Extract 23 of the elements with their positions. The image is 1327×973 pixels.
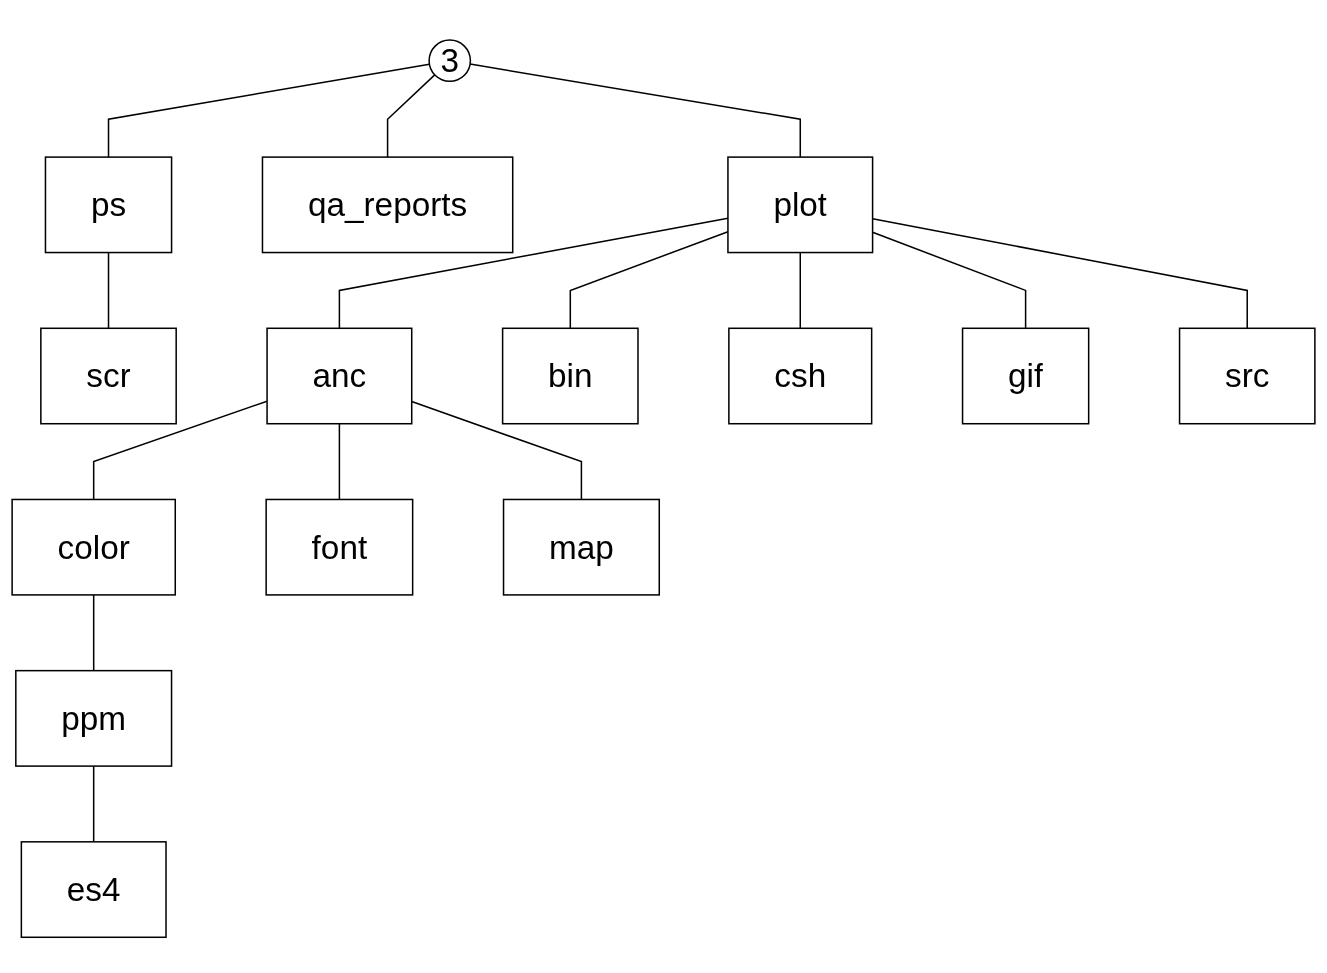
connector (107, 251, 110, 330)
node-box: src (1178, 327, 1316, 425)
node-box: plot (727, 156, 874, 254)
node-box: ps (44, 156, 173, 254)
node-box: font (265, 498, 414, 596)
node-box: csh (728, 327, 873, 425)
connector (92, 765, 95, 843)
node-box: anc (266, 327, 413, 425)
node-box: qa_reports (261, 156, 514, 254)
node-box: gif (961, 327, 1090, 425)
connector (799, 251, 802, 330)
node-circle: 3 (428, 39, 472, 83)
node-box: scr (40, 327, 177, 425)
node-box: color (11, 498, 176, 596)
connector (386, 74, 436, 158)
connector (469, 63, 802, 158)
node-box: map (502, 498, 660, 596)
node-box: ppm (15, 669, 173, 767)
connector (338, 422, 341, 501)
connector (92, 594, 95, 672)
connector (92, 400, 268, 501)
node-box: bin (501, 327, 639, 425)
node-box: es4 (20, 841, 167, 939)
